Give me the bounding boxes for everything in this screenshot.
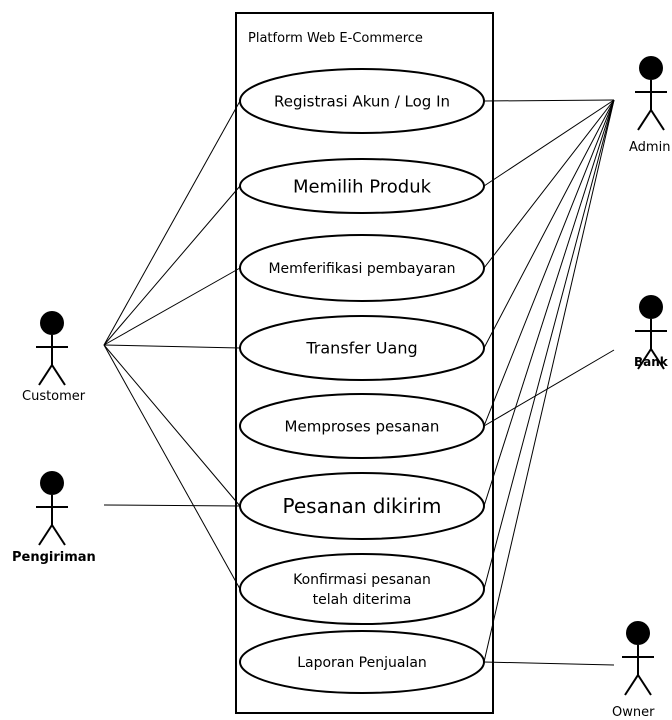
association-customer-transfer bbox=[103, 344, 241, 349]
use-case-dikirim: Pesanan dikirim bbox=[239, 472, 485, 540]
actor-head-icon bbox=[626, 621, 650, 645]
actor-head-icon bbox=[639, 295, 663, 319]
actor-head-icon bbox=[639, 56, 663, 80]
association-admin-laporan bbox=[483, 99, 615, 663]
association-admin-memilih bbox=[483, 99, 615, 187]
actor-head-icon bbox=[40, 311, 64, 335]
actor-right-leg bbox=[51, 364, 66, 386]
association-owner-laporan bbox=[483, 661, 615, 666]
association-pengiriman-dikirim bbox=[103, 504, 241, 507]
use-case-transfer: Transfer Uang bbox=[239, 315, 485, 381]
association-bank-memproses bbox=[483, 349, 615, 427]
use-case-ellipse bbox=[239, 553, 485, 625]
actor-head-icon bbox=[40, 471, 64, 495]
actor-label-admin: Admin bbox=[629, 140, 670, 155]
association-customer-memferifikasi bbox=[103, 267, 241, 346]
association-admin-memproses bbox=[483, 99, 615, 427]
use-case-memilih: Memilih Produk bbox=[239, 158, 485, 214]
association-admin-konfirmasi bbox=[483, 99, 615, 590]
use-case-registrasi: Registrasi Akun / Log In bbox=[239, 68, 485, 134]
use-case-label: Registrasi Akun / Log In bbox=[274, 92, 450, 110]
use-case-laporan: Laporan Penjualan bbox=[239, 630, 485, 694]
use-case-label: Transfer Uang bbox=[305, 339, 417, 358]
use-case-label: Memilih Produk bbox=[293, 176, 432, 197]
actor-pengiriman: Pengiriman bbox=[12, 471, 96, 565]
actor-admin: Admin bbox=[629, 56, 670, 155]
actor-customer: Customer bbox=[22, 311, 86, 404]
association-admin-transfer bbox=[483, 99, 615, 349]
actor-left-leg bbox=[624, 674, 639, 696]
association-customer-registrasi bbox=[103, 100, 241, 346]
actor-label-owner: Owner bbox=[612, 705, 655, 720]
use-case-ellipse bbox=[239, 630, 485, 694]
association-customer-dikirim bbox=[103, 344, 241, 507]
actor-label-pengiriman: Pengiriman bbox=[12, 550, 96, 565]
actor-bank: Bank bbox=[634, 295, 669, 370]
use-case-memferifikasi: Memferifikasi pembayaran bbox=[239, 234, 485, 302]
actor-label-customer: Customer bbox=[22, 389, 86, 404]
actor-label-bank: Bank bbox=[634, 355, 669, 369]
use-cases: Registrasi Akun / Log In Memilih ProdukMe… bbox=[239, 68, 485, 694]
actor-right-leg bbox=[650, 348, 665, 370]
association-customer-konfirmasi bbox=[103, 344, 241, 590]
association-admin-registrasi bbox=[483, 99, 615, 102]
use-case-ellipse bbox=[239, 68, 485, 134]
use-case-ellipse bbox=[239, 315, 485, 381]
actor-left-leg bbox=[637, 348, 652, 370]
use-case-label: Konfirmasi pesanan bbox=[293, 572, 431, 588]
association-customer-memilih bbox=[103, 185, 241, 346]
use-case-label: Memproses pesanan bbox=[285, 417, 440, 435]
system-boundary bbox=[235, 12, 494, 714]
use-case-ellipse bbox=[239, 472, 485, 540]
use-case-label: Pesanan dikirim bbox=[283, 494, 442, 518]
use-case-label: telah diterima bbox=[313, 592, 412, 608]
actor-right-leg bbox=[637, 674, 652, 696]
association-admin-dikirim bbox=[483, 99, 615, 507]
use-case-ellipse bbox=[239, 158, 485, 214]
actor-owner: Owner bbox=[612, 621, 655, 720]
association-lines bbox=[103, 99, 615, 666]
use-case-label: Laporan Penjualan bbox=[297, 655, 427, 671]
actor-right-leg bbox=[51, 524, 66, 546]
actor-left-leg bbox=[38, 524, 53, 546]
use-case-ellipse bbox=[239, 234, 485, 302]
use-case-konfirmasi: Konfirmasi pesanan telah diterima bbox=[239, 553, 485, 625]
actor-left-leg bbox=[38, 364, 53, 386]
actor-left-leg bbox=[637, 109, 652, 131]
association-admin-memferifikasi bbox=[483, 99, 615, 269]
use-case-memproses: Memproses pesanan bbox=[239, 393, 485, 459]
actor-right-leg bbox=[650, 109, 665, 131]
use-case-label: Memferifikasi pembayaran bbox=[268, 261, 455, 277]
use-case-ellipse bbox=[239, 393, 485, 459]
system-title: Platform Web E-Commerce bbox=[248, 31, 423, 46]
